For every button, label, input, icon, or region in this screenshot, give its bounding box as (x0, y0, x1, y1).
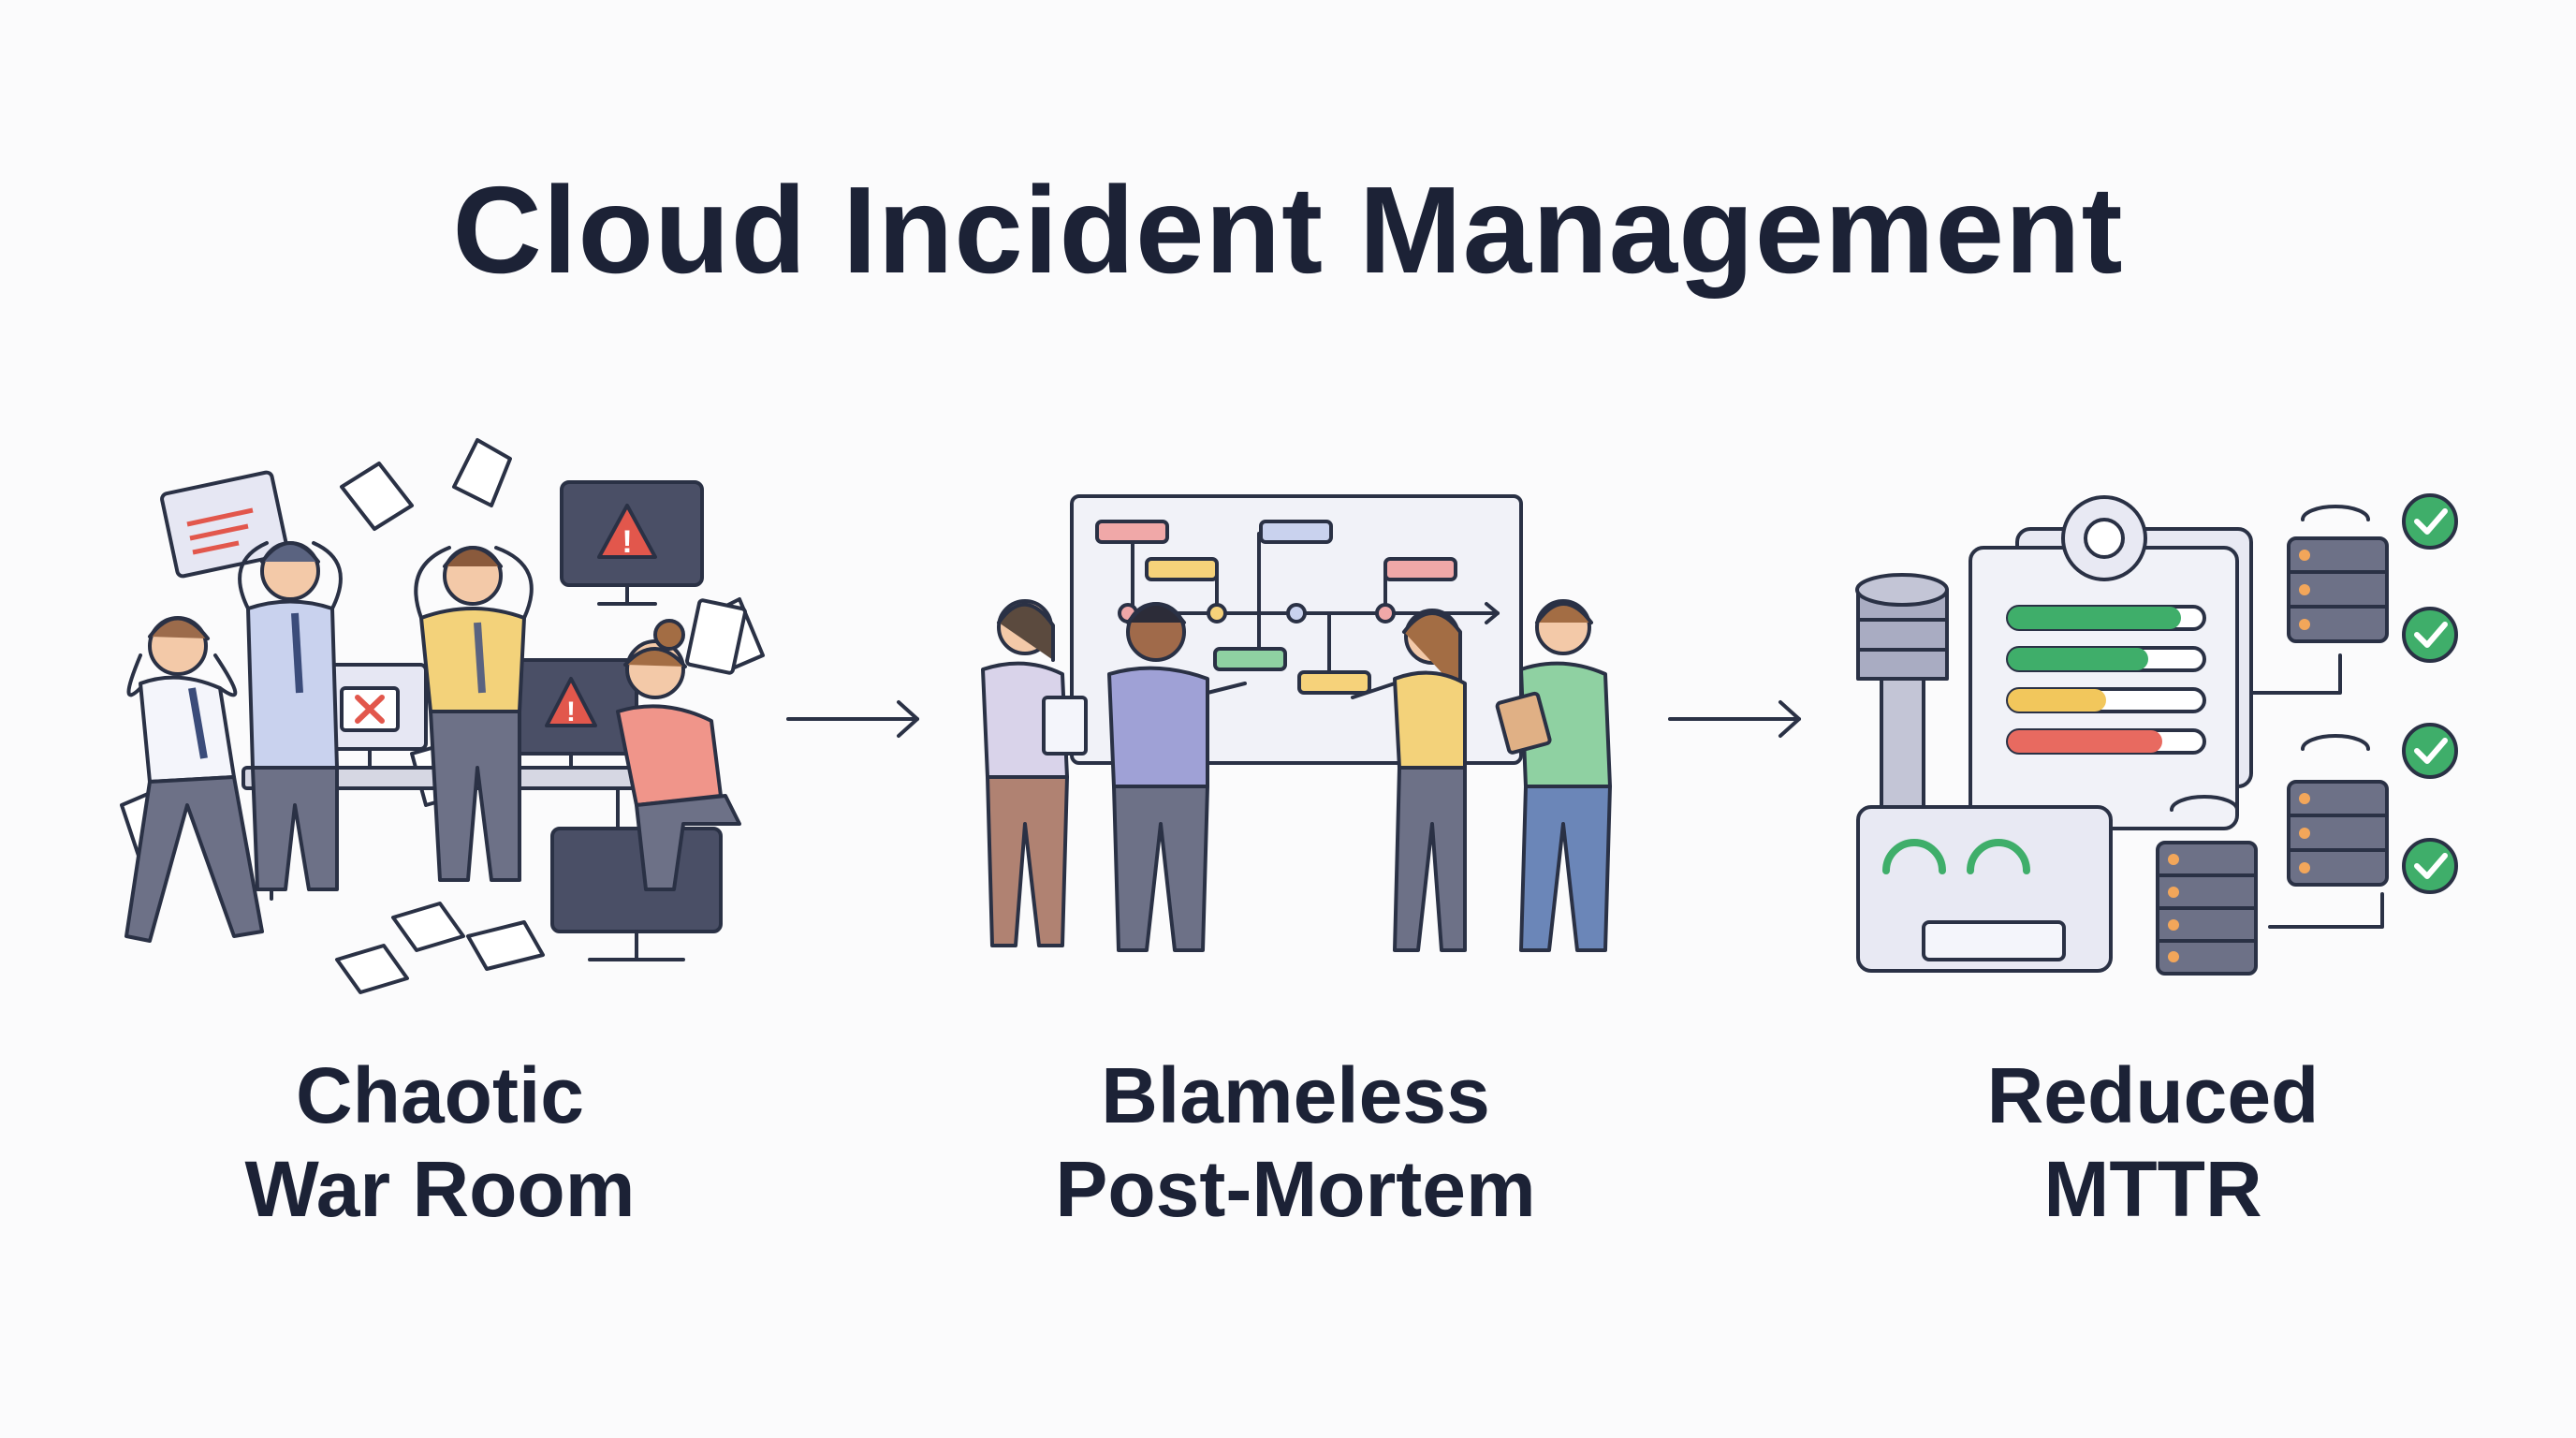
error-monitor-icon (312, 663, 428, 770)
stage-label-line: Post-Mortem (1055, 1145, 1536, 1233)
check-icon (2402, 838, 2458, 894)
page-title: Cloud Incident Management (452, 161, 2124, 299)
check-icon (2402, 493, 2458, 550)
stage-label-line: MTTR (2043, 1145, 2262, 1233)
chaotic-war-room-illustration: ! ! (120, 438, 765, 994)
refresh-icon (2170, 795, 2239, 812)
stage-label-blameless-post-mortem: Blameless Post-Mortem (959, 1049, 1632, 1236)
stressed-person-figure (414, 546, 534, 882)
server-rack-icon (2287, 536, 2389, 643)
server-rack-icon (2287, 780, 2389, 887)
gauge-icon (1967, 839, 2030, 874)
stage-label-line: War Room (244, 1145, 636, 1233)
server-rack-icon (2156, 841, 2258, 976)
database-icon (1855, 573, 1949, 821)
engineer-pointing-figure (1107, 602, 1247, 952)
refresh-icon (2301, 505, 2370, 521)
stage-label-line: Chaotic (295, 1051, 585, 1139)
flying-paper-icon (391, 902, 465, 952)
gauge-icon (1882, 839, 1946, 874)
monitor-back-icon (550, 827, 723, 961)
engineer-writing-figure (1351, 609, 1467, 952)
arrow-right-icon (1668, 700, 1801, 738)
gauge-console (1856, 805, 2113, 973)
alert-monitor-icon: ! (504, 658, 638, 770)
stage-label-reduced-mttr: Reduced MTTR (1816, 1049, 2490, 1236)
flying-paper-icon (340, 462, 414, 531)
flying-paper-icon (335, 944, 409, 994)
refresh-icon (2301, 734, 2370, 751)
stage-label-line: Reduced (1986, 1051, 2320, 1139)
distressed-person-figure (616, 619, 741, 891)
recovered-servers-illustration (1855, 493, 2458, 976)
document-icon (685, 598, 747, 675)
check-icon (2402, 723, 2458, 779)
engineer-with-clipboard-figure (981, 599, 1088, 947)
check-icon (2402, 607, 2458, 663)
post-mortem-whiteboard-illustration (981, 494, 1612, 952)
panicked-person-figure (124, 616, 264, 943)
alert-monitor-icon: ! (560, 480, 704, 606)
flying-paper-icon (452, 438, 512, 507)
svg-text:!: ! (566, 697, 576, 727)
stage-label-line: Blameless (1101, 1051, 1490, 1139)
stressed-person-figure (238, 541, 343, 891)
arrow-right-icon (786, 700, 919, 738)
stage-label-chaotic-war-room: Chaotic War Room (103, 1049, 777, 1236)
svg-text:!: ! (622, 524, 632, 560)
engineer-taking-notes-figure (1495, 599, 1612, 952)
flying-paper-icon (466, 920, 545, 971)
